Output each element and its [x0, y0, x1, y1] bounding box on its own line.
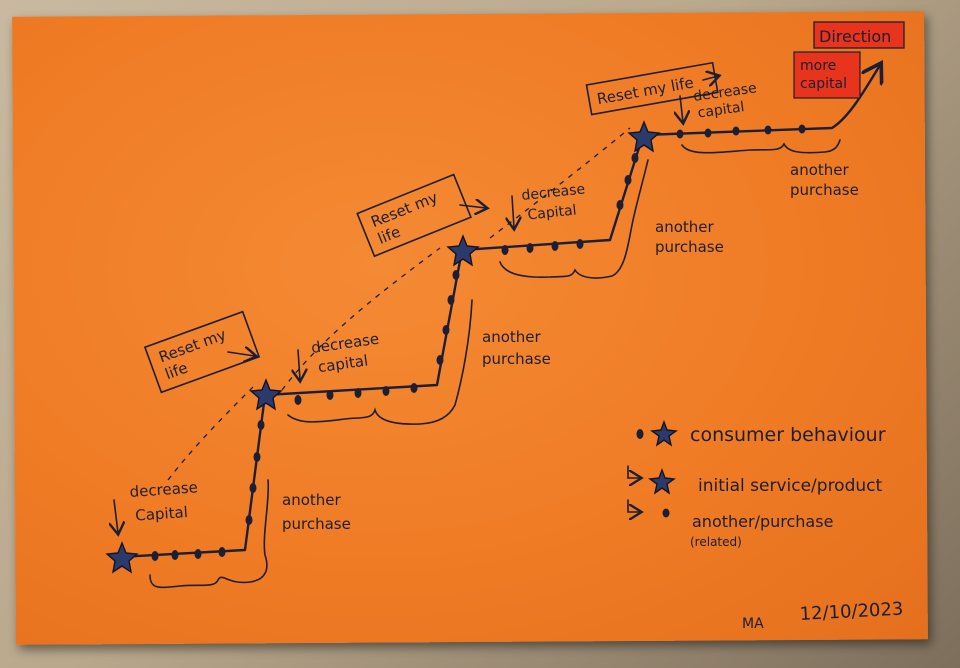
purchase-brace-3 — [499, 159, 649, 279]
reset-arrow-2 — [459, 205, 486, 208]
star-icon — [627, 120, 661, 153]
consumer-journey-line — [118, 65, 880, 559]
svg-text:Direction: Direction — [819, 27, 891, 46]
svg-text:consumer behaviour: consumer behaviour — [690, 424, 886, 446]
star-icon — [105, 541, 139, 574]
down-arrow-icon — [114, 499, 118, 533]
down-arrow-icon — [680, 95, 683, 122]
signature: MA — [742, 616, 764, 632]
svg-text:another/purchase: another/purchase — [692, 512, 833, 531]
reset-arrow-3 — [702, 76, 718, 80]
decrease-capital-label-4: decreasecapital — [692, 80, 760, 122]
hook-arrow-icon — [627, 465, 640, 478]
dot-icon — [636, 429, 644, 439]
legend: consumer behaviour initial service/produ… — [627, 420, 886, 549]
star-icon — [249, 378, 283, 411]
reset-arrow-1 — [227, 352, 255, 356]
reset-dashed-line-1 — [167, 384, 256, 481]
purchase-dots — [151, 124, 806, 561]
down-arrow-icon — [512, 195, 514, 228]
star-icon — [446, 234, 480, 267]
decrease-capital-label-1: decreaseCapital — [129, 478, 200, 525]
star-icon — [650, 420, 678, 447]
reset-dashed-line-3 — [489, 127, 631, 239]
initial-product-stars — [105, 120, 661, 574]
reset-box-1: Reset my life — [143, 310, 261, 394]
date-label: 12/10/2023 — [799, 599, 904, 625]
purchase-brace-2 — [287, 299, 473, 425]
svg-text:(related): (related) — [690, 535, 742, 549]
decrease-capital-label-3: decreaseCapital — [521, 181, 588, 223]
reset-label: Reset my life — [156, 324, 239, 383]
star-icon — [648, 468, 676, 495]
down-arrow-icon — [298, 349, 300, 380]
decrease-capital-label-2: decreasecapital — [310, 330, 383, 377]
reset-box-2: Reset my life — [356, 173, 472, 258]
dot-icon — [662, 508, 670, 518]
svg-text:initial service/product: initial service/product — [698, 476, 882, 496]
direction-tag: Direction — [813, 21, 905, 49]
hook-arrow-icon — [627, 499, 640, 512]
purchase-brace-1 — [149, 479, 270, 589]
purchase-brace-4 — [681, 139, 841, 154]
svg-text:Reset my life: Reset my life — [368, 186, 451, 247]
